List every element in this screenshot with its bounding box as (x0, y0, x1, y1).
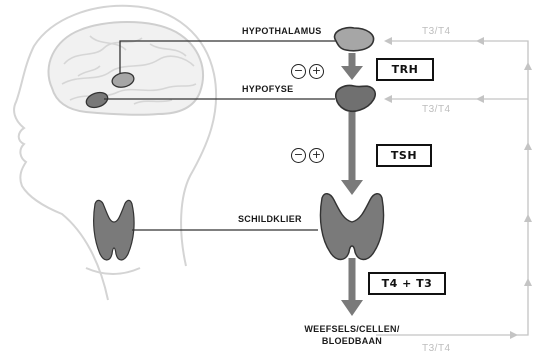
tsh-box: TSH (376, 144, 432, 167)
target-label-line2: BLOEDBAAN (300, 335, 404, 347)
minus-sign-tsh: − (291, 148, 306, 163)
target-tissues-label: WEEFSELS/CELLEN/ BLOEDBAAN (300, 323, 404, 347)
hypofyse-label: HYPOFYSE (242, 84, 293, 94)
schildklier-label: SCHILDKLIER (238, 214, 302, 224)
brain (48, 22, 203, 115)
plus-sign-tsh: + (309, 148, 324, 163)
feedback-label-top: T3/T4 (422, 26, 451, 37)
feedback-label-bottom: T3/T4 (422, 343, 451, 354)
plus-sign-trh: + (309, 64, 324, 79)
hypothalamus-label: HYPOTHALAMUS (242, 26, 322, 36)
thyroid-organ (320, 194, 383, 260)
thyroid-in-neck (94, 200, 134, 260)
hypothalamus-organ (335, 28, 374, 51)
feedback-label-middle: T3/T4 (422, 104, 451, 115)
pituitary-organ (336, 86, 375, 112)
target-label-line1: WEEFSELS/CELLEN/ (300, 323, 404, 335)
t4-t3-box: T4 + T3 (368, 272, 446, 295)
trh-box: TRH (376, 58, 434, 81)
minus-sign-trh: − (291, 64, 306, 79)
